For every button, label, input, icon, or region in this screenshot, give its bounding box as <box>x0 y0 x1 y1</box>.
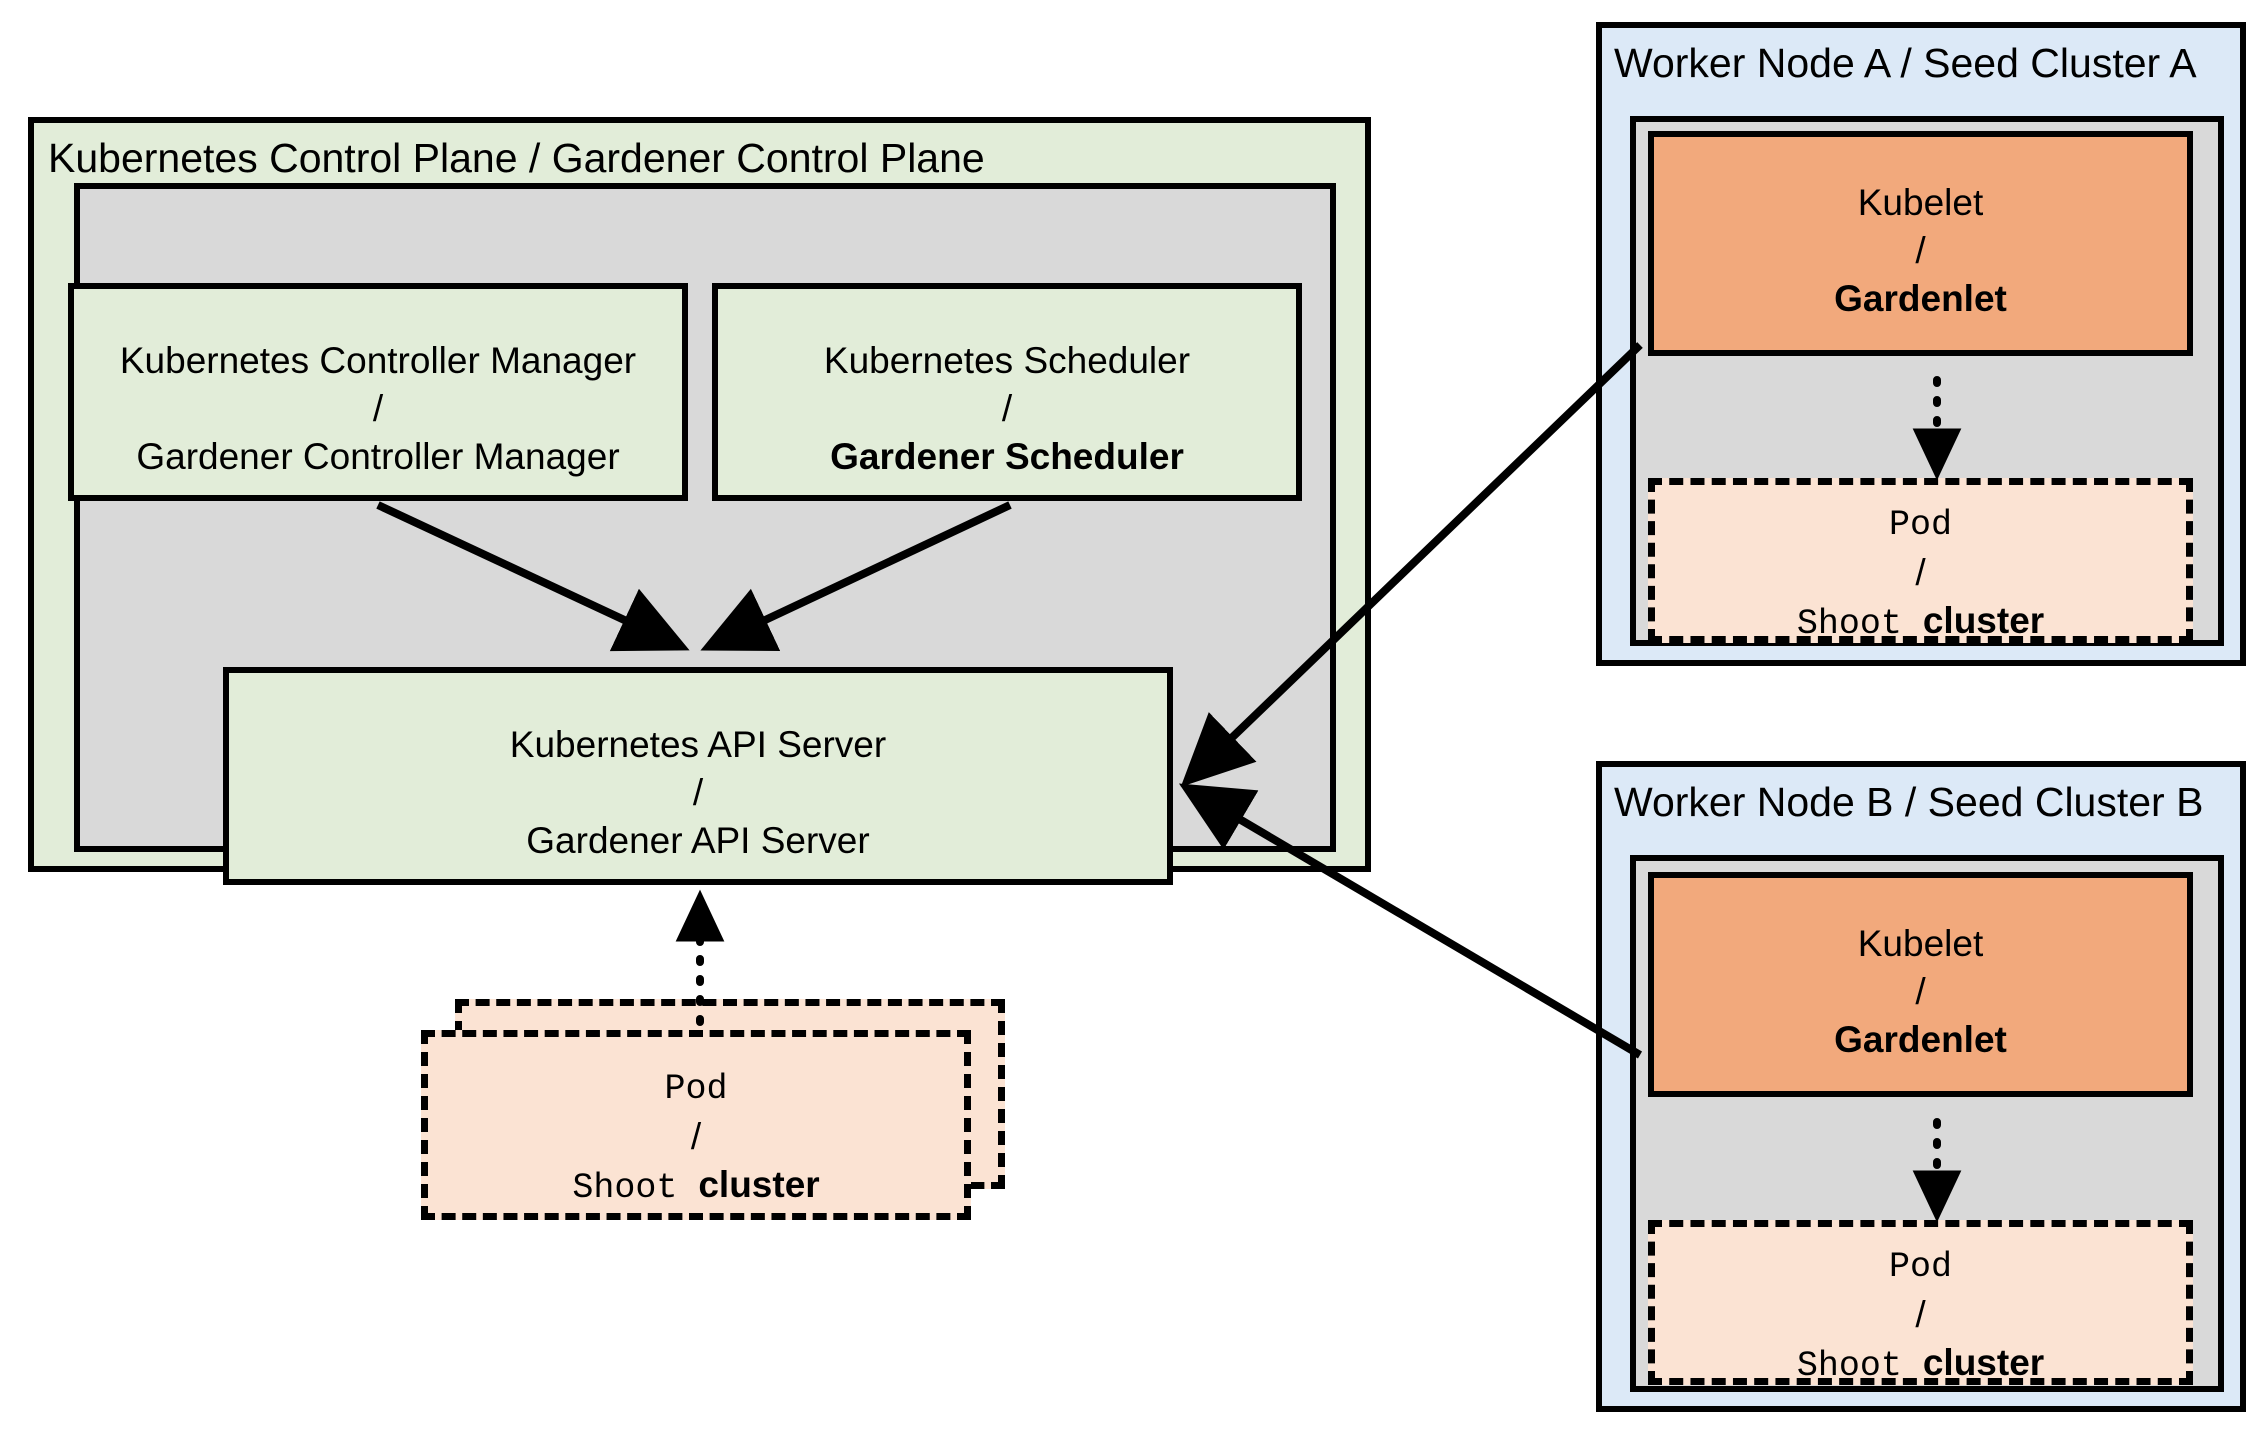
kubelet-gardenlet-a-label: Kubelet / Gardenlet <box>1834 182 2007 320</box>
kubernetes-api-server-box: Kubernetes API Server / Gardener API Ser… <box>223 667 1173 885</box>
kubernetes-controller-manager-box: Kubernetes Controller Manager / Gardener… <box>68 283 688 501</box>
controller-manager-label: Kubernetes Controller Manager / Gardener… <box>119 340 637 478</box>
control-plane-title: Kubernetes Control Plane / Gardener Cont… <box>48 135 985 181</box>
scheduler-label: Kubernetes Scheduler / Gardener Schedule… <box>823 340 1191 478</box>
shoot-cluster-text: Shoot cluster <box>1796 599 2045 644</box>
kubernetes-scheduler-box: Kubernetes Scheduler / Gardener Schedule… <box>712 283 1302 501</box>
worker-node-a-title: Worker Node A / Seed Cluster A <box>1614 40 2197 86</box>
worker-node-a-pod-label: Pod / Shoot cluster <box>1655 503 2186 647</box>
worker-node-a-pod-box: Pod / Shoot cluster <box>1648 478 2193 644</box>
control-plane-pod-label: Pod / Shoot cluster <box>428 1067 964 1211</box>
kubelet-gardenlet-b-box: Kubelet / Gardenlet <box>1648 872 2193 1097</box>
worker-node-b-title: Worker Node B / Seed Cluster B <box>1614 779 2204 825</box>
worker-node-b-pod-label: Pod / Shoot cluster <box>1655 1245 2186 1389</box>
kubelet-gardenlet-b-label: Kubelet / Gardenlet <box>1834 923 2007 1061</box>
shoot-cluster-text: Shoot cluster <box>572 1163 820 1208</box>
worker-node-b-pod-box: Pod / Shoot cluster <box>1648 1220 2193 1386</box>
api-server-label: Kubernetes API Server / Gardener API Ser… <box>509 724 887 862</box>
shoot-cluster-text: Shoot cluster <box>1796 1341 2045 1386</box>
kubelet-gardenlet-a-box: Kubelet / Gardenlet <box>1648 131 2193 356</box>
control-plane-pod-box: Pod / Shoot cluster <box>421 1030 971 1220</box>
